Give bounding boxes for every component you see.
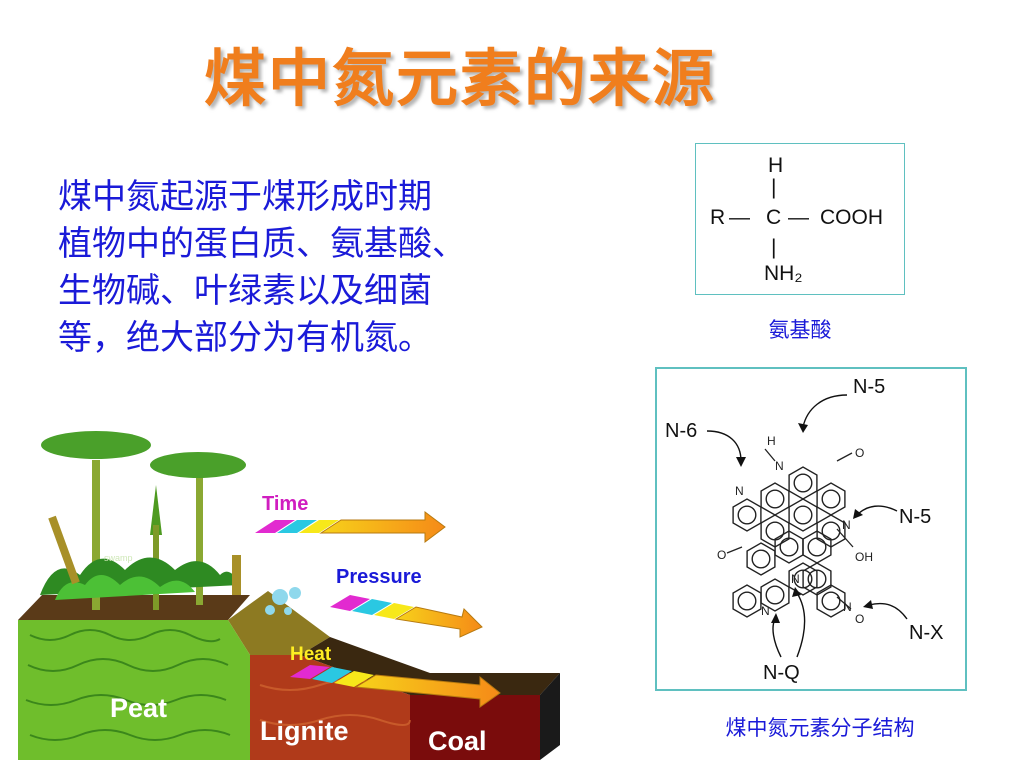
amino-bond-bottom: | — [771, 236, 776, 259]
label-nx: N-X — [909, 622, 943, 644]
aromatic-ring-circle — [807, 537, 827, 557]
lignite-label: Lignite — [260, 716, 349, 746]
slope-surface — [228, 591, 330, 655]
label-n5-right: N-5 — [899, 506, 931, 528]
aromatic-ring-circle — [737, 505, 757, 525]
atom-n-pyridone: N — [842, 518, 851, 532]
aromatic-ring-circle — [793, 505, 813, 525]
molecule-structure: H N O N N OH O N N N O N-5 N-6 N-5 N-X N… — [665, 376, 943, 684]
water-splash — [265, 587, 301, 615]
block-side-face — [540, 673, 560, 760]
aromatic-ring — [760, 482, 790, 516]
molecule-caption: 煤中氮元素分子结构 — [725, 716, 915, 740]
amino-acid-caption: 氨基酸 — [768, 318, 832, 342]
paragraph-line-4: 等，绝大部分为有机氮。 — [58, 318, 432, 358]
amino-bond-right: — — [788, 206, 809, 229]
aromatic-ring — [788, 562, 818, 596]
aromatic-ring — [816, 514, 846, 548]
amino-acid-structure: H | R — C — COOH | NH₂ — [710, 154, 883, 285]
paragraph-line-3: 生物碱、叶绿素以及细菌 — [58, 271, 432, 311]
aromatic-ring-circle — [765, 489, 785, 509]
lignite-top-surface — [300, 637, 560, 695]
molecule-structure-box: H N O N N OH O N N N O N-5 N-6 N-5 N-X N… — [655, 367, 967, 691]
swamp-vegetation — [40, 431, 246, 610]
paragraph-line-2: 植物中的蛋白质、氨基酸、 — [58, 224, 466, 264]
atom-n-pyrrole: N — [775, 459, 784, 473]
label-nq: N-Q — [763, 662, 800, 684]
aromatic-ring — [732, 498, 762, 532]
amino-atom-c: C — [766, 206, 781, 229]
pressure-arrow — [330, 595, 483, 638]
atom-oh: OH — [855, 550, 873, 564]
aromatic-ring-circle — [751, 549, 771, 569]
page-title: 煤中氮元素的来源 — [203, 42, 716, 115]
coal-front-face — [410, 695, 540, 760]
aromatic-ring-circle — [821, 489, 841, 509]
aromatic-ring-circle — [765, 521, 785, 541]
pointer-arrows — [706, 394, 908, 658]
atom-o-top: O — [855, 446, 864, 460]
aromatic-ring-circle — [779, 537, 799, 557]
atom-o-oxide: O — [855, 612, 864, 626]
time-arrow — [255, 511, 446, 543]
aromatic-ring — [732, 584, 762, 618]
coal-label: Coal — [428, 726, 487, 756]
amino-group-cooh: COOH — [820, 206, 883, 229]
pointer-arrowheads — [736, 423, 873, 623]
amino-atom-r: R — [710, 206, 725, 229]
heat-arrow — [290, 665, 501, 708]
peat-top-surface — [18, 595, 250, 620]
atom-h: H — [767, 434, 776, 448]
atom-o-left: O — [717, 548, 726, 562]
aromatic-ring — [802, 562, 832, 596]
swamp-label: swamp — [104, 553, 133, 563]
atom-n-quat-2: N — [761, 604, 770, 618]
paragraph-line-1: 煤中氮起源于煤形成时期 — [58, 177, 432, 217]
pressure-label: Pressure — [336, 566, 422, 588]
atom-n-pyridine: N — [735, 484, 744, 498]
amino-group-nh2: NH₂ — [764, 262, 802, 285]
aromatic-ring-circle — [793, 473, 813, 493]
aromatic-ring — [788, 466, 818, 500]
amino-atom-h: H — [768, 154, 783, 177]
aromatic-ring-circle — [807, 569, 827, 589]
description-paragraph: 煤中氮起源于煤形成时期 植物中的蛋白质、氨基酸、 生物碱、叶绿素以及细菌 等，绝… — [58, 174, 528, 362]
aromatic-ring — [816, 584, 846, 618]
coal-formation-diagram: swamp Time Pressure Heat Peat Lignite Co… — [18, 431, 560, 760]
aromatic-ring — [760, 578, 790, 612]
aromatic-ring-circle — [821, 591, 841, 611]
atom-n-oxide: N — [843, 600, 852, 614]
aromatic-ring-circle — [737, 591, 757, 611]
atom-n-quaternary: N — [791, 572, 800, 586]
amino-bond-left: — — [729, 206, 750, 229]
aromatic-ring — [760, 514, 790, 548]
aromatic-ring-circle — [821, 521, 841, 541]
time-label: Time — [262, 493, 308, 515]
aromatic-ring — [816, 482, 846, 516]
amino-acid-structure-box: H | R — C — COOH | NH₂ — [695, 143, 905, 295]
side-bonds — [726, 448, 854, 610]
aromatic-ring — [746, 542, 776, 576]
aromatic-ring — [802, 530, 832, 564]
aromatic-ring-circle — [765, 585, 785, 605]
peat-label: Peat — [110, 693, 167, 723]
peat-texture — [25, 629, 231, 741]
amino-bond-top: | — [771, 176, 776, 199]
aromatic-ring-circle — [793, 569, 813, 589]
label-n5-top: N-5 — [853, 376, 885, 398]
label-n6: N-6 — [665, 420, 697, 442]
aromatic-ring — [788, 498, 818, 532]
peat-front-face — [18, 620, 250, 760]
aromatic-rings — [732, 466, 846, 618]
heat-label: Heat — [290, 644, 332, 665]
